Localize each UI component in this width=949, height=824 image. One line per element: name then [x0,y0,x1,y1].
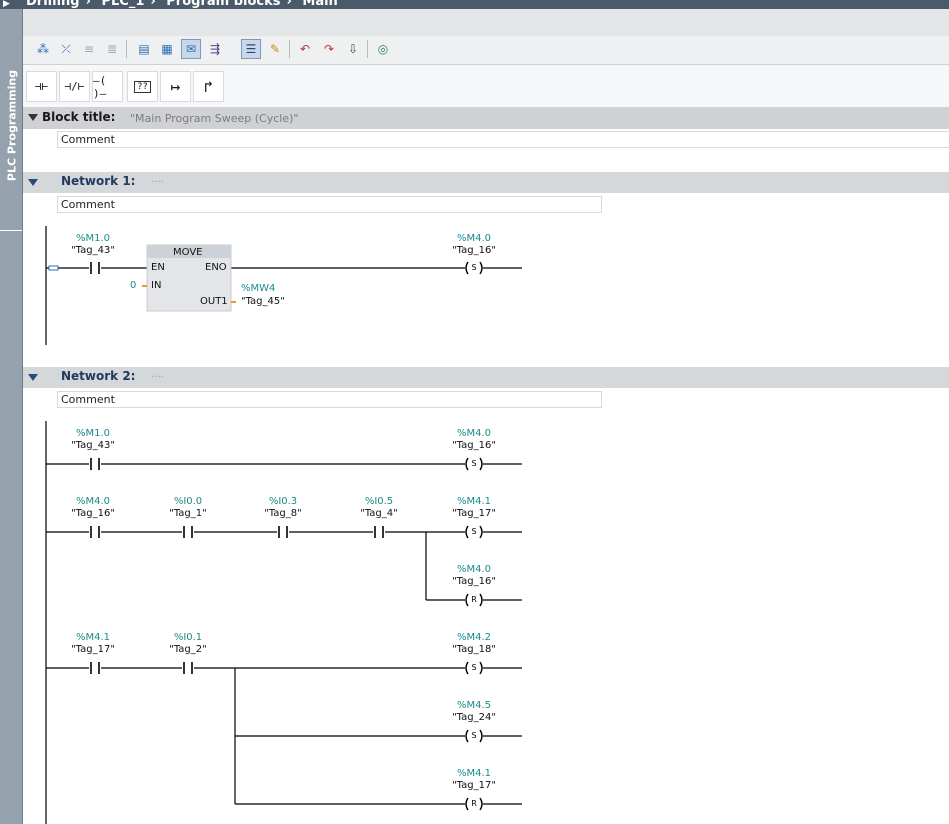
side-tab-divider [0,230,22,231]
move-in-value[interactable]: 0 [130,280,137,291]
operand-tag[interactable]: "Tag_24" [452,712,496,723]
operand-tag[interactable]: "Tag_43" [71,440,115,451]
normally-open-contact-button[interactable]: ⊣⊢ [26,71,57,102]
network-2-comment[interactable]: Comment [57,391,602,408]
close-all-networks-icon[interactable]: ▦ [161,42,173,56]
operand-address[interactable]: %MW4 [241,283,276,294]
update-calls-icon[interactable]: ⇩ [347,42,359,56]
empty-box-button[interactable]: ?? [127,71,158,102]
breadcrumb-item-folder[interactable]: Program blocks [166,0,281,9]
operand-tag[interactable]: "Tag_43" [71,245,115,256]
operand-tag[interactable]: "Tag_16" [452,245,496,256]
breadcrumb-item-device[interactable]: PLC_1 [101,0,145,9]
operand-address[interactable]: %M1.0 [75,428,111,439]
open-branch-button[interactable]: ↦ [160,71,191,102]
operand-address[interactable]: %M4.0 [75,496,111,507]
move-box-title: MOVE [173,247,203,258]
instruction-toolbar: ⊣⊢ ⊣/⊢ –( )– ?? ↦ ↱ [23,65,949,107]
normally-closed-contact-button[interactable]: ⊣/⊢ [59,71,90,102]
move-box-header [147,245,231,258]
operand-tag[interactable]: "Tag_8" [264,508,302,519]
operand-address[interactable]: %I0.0 [173,496,203,507]
operand-address[interactable]: %M4.0 [456,564,492,575]
network-1-comment-text: Comment [61,198,115,211]
collapse-arrow-icon[interactable]: ▶ [3,0,10,9]
side-tab[interactable]: PLC Programming [0,9,23,824]
block-comment-text: Comment [61,133,115,146]
operand-tag[interactable]: "Tag_17" [452,508,496,519]
operand-address[interactable]: %M4.5 [456,700,492,711]
network-1-header[interactable]: Network 1: .... [23,172,949,193]
previous-error-icon[interactable]: ↶ [299,42,311,56]
network-2-title-field[interactable]: .... [151,369,164,380]
collapse-triangle-icon[interactable] [28,179,38,186]
delete-network-icon[interactable]: ⤫ [61,41,71,56]
breadcrumb-item-block[interactable]: Main [302,0,338,9]
block-title-label: Block title: [42,110,116,124]
coil-type: R [471,799,477,808]
operand-address[interactable]: %M4.0 [456,428,492,439]
operand-tag[interactable]: "Tag_4" [360,508,398,519]
network-comments-icon[interactable]: ✉ [181,39,201,59]
operand-address[interactable]: %M4.1 [456,496,492,507]
coil-button[interactable]: –( )– [92,71,123,102]
operand-address[interactable]: %I0.1 [173,632,203,643]
operand-tag[interactable]: "Tag_17" [452,780,496,791]
network-2-comment-text: Comment [61,393,115,406]
block-title-header[interactable]: Block title: "Main Program Sweep (Cycle)… [23,107,949,129]
editor-toolbar: ⁂ ⤫ ≡ ≣ ▤ ▦ ✉ ⇶ ☰ ✎ ↶ ↷ ⇩ ◎ [23,36,949,65]
operand-address[interactable]: %M4.0 [456,233,492,244]
move-pin-out1: OUT1 [200,296,228,307]
network-2-header[interactable]: Network 2: .... [23,367,949,388]
move-pin-in: IN [151,280,162,291]
insert-row-icon[interactable]: ≡ [83,42,95,56]
coil-type: S [471,527,477,536]
network-1-comment[interactable]: Comment [57,196,602,213]
block-title-value[interactable]: "Main Program Sweep (Cycle)" [130,112,299,125]
operand-tag[interactable]: "Tag_2" [169,644,207,655]
operand-tag[interactable]: "Tag_18" [452,644,496,655]
operand-address[interactable]: %M4.1 [456,768,492,779]
coil-type: S [471,731,477,740]
operand-tag[interactable]: "Tag_16" [452,576,496,587]
coil-type: R [471,595,477,604]
operand-tag[interactable]: "Tag_1" [169,508,207,519]
operand-address[interactable]: %M1.0 [75,233,111,244]
network-2-title: Network 2: [61,369,136,383]
block-comment[interactable]: Comment [57,131,949,148]
operand-address[interactable]: %M4.2 [456,632,492,643]
operand-tag[interactable]: "Tag_17" [71,644,115,655]
operand-tag[interactable]: "Tag_16" [71,508,115,519]
network-1-title: Network 1: [61,174,136,188]
move-pin-en: EN [151,262,165,273]
operand-address[interactable]: %I0.3 [268,496,298,507]
next-error-icon[interactable]: ↷ [323,42,335,56]
operand-tag[interactable]: "Tag_45" [241,296,285,307]
move-pin-eno: ENO [205,262,227,273]
monitoring-icon[interactable]: ◎ [377,42,389,56]
coil-type: S [471,263,477,272]
delete-row-icon[interactable]: ≣ [106,42,118,56]
breadcrumb-bar: ▶ Drilling› PLC_1› Program blocks› Main [0,0,949,9]
network-1-title-field[interactable]: .... [151,174,164,185]
insert-network-icon[interactable]: ⁂ [37,42,49,56]
coil-type: S [471,663,477,672]
open-all-networks-icon[interactable]: ▤ [138,42,150,56]
collapse-triangle-icon[interactable] [28,374,38,381]
rung-selection-marker[interactable] [48,265,59,271]
breadcrumb: Drilling› PLC_1› Program blocks› Main [26,0,344,9]
coil-type: S [471,459,477,468]
collapse-triangle-icon[interactable] [28,114,38,121]
close-branch-button[interactable]: ↱ [193,71,224,102]
operand-address[interactable]: %M4.1 [75,632,111,643]
empty-box-label: ?? [134,80,151,93]
operand-address[interactable]: %I0.5 [364,496,394,507]
go-to-error-icon[interactable]: ✎ [269,42,281,56]
favorites-icon[interactable]: ☰ [241,39,261,59]
absolute-operands-icon[interactable]: ⇶ [209,42,221,56]
breadcrumb-item-project[interactable]: Drilling [26,0,80,9]
operand-tag[interactable]: "Tag_16" [452,440,496,451]
